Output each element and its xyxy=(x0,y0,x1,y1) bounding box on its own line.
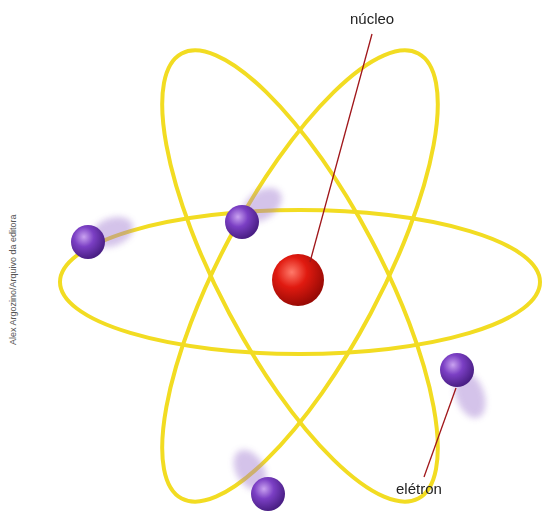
orbit xyxy=(60,210,540,354)
orbit-group xyxy=(60,16,540,523)
electron xyxy=(251,477,285,511)
part-label: elétron xyxy=(396,480,442,497)
leader-line xyxy=(424,388,456,477)
leader-line xyxy=(310,34,372,262)
electron-trails xyxy=(87,181,492,496)
nucleus xyxy=(272,254,324,306)
orbit xyxy=(111,16,489,523)
electron xyxy=(225,205,259,239)
electron xyxy=(440,353,474,387)
electrons xyxy=(71,205,474,511)
leader-lines xyxy=(310,34,456,477)
credit-watermark: Alex Argozino/Arquivo da editora xyxy=(8,214,18,345)
electron xyxy=(71,225,105,259)
part-label: núcleo xyxy=(350,10,394,27)
orbit xyxy=(111,16,489,523)
